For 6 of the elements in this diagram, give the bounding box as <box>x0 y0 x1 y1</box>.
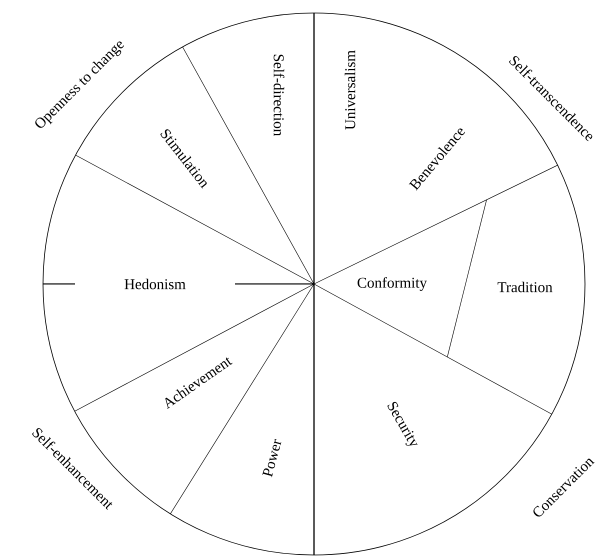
sector-label: Universalism <box>344 50 356 130</box>
sector-label: Hedonism <box>124 278 186 290</box>
sector-label: Self-direction <box>274 54 284 136</box>
sector-label: Conformity <box>358 277 427 291</box>
sector-label: Power <box>262 439 282 478</box>
sector-label: Tradition <box>498 282 552 292</box>
